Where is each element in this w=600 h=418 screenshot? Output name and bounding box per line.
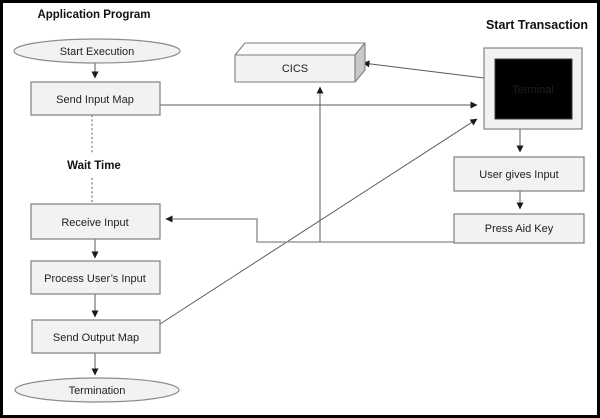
press-aid-key-label: Press Aid Key bbox=[485, 223, 554, 235]
node-terminal: Terminal bbox=[483, 47, 583, 130]
left-column-title: Application Program bbox=[37, 9, 150, 21]
connector-sendoutputmap-to-terminal bbox=[159, 118, 478, 325]
receive-input-shape bbox=[30, 203, 161, 240]
node-user-gives-input: User gives Input bbox=[453, 156, 585, 192]
node-press-aid-key: Press Aid Key bbox=[453, 213, 585, 244]
send-input-map-shape bbox=[30, 81, 161, 116]
process-users-input-label: Process User’s Input bbox=[44, 273, 146, 285]
termination-shape bbox=[14, 377, 180, 403]
node-process-users-input: Process User’s Input bbox=[30, 260, 161, 295]
terminal-screen bbox=[494, 58, 573, 120]
press-aid-key-shape bbox=[453, 213, 585, 244]
node-termination: Termination bbox=[14, 377, 180, 403]
send-output-map-shape bbox=[31, 319, 161, 354]
node-send-output-map: Send Output Map bbox=[31, 319, 161, 354]
process-users-input-shape bbox=[30, 260, 161, 295]
node-start-execution: Start Execution bbox=[13, 38, 181, 64]
connector-pressaidkey-to-receiveinput bbox=[165, 215, 454, 243]
receive-input-label: Receive Input bbox=[61, 217, 128, 229]
cics-label: CICS bbox=[282, 63, 308, 75]
cics-top-face bbox=[234, 42, 366, 56]
node-receive-input: Receive Input bbox=[30, 203, 161, 240]
connector-terminal-to-cics bbox=[362, 60, 485, 79]
start-execution-shape bbox=[13, 38, 181, 64]
user-gives-input-shape bbox=[453, 156, 585, 192]
terminal-label: Terminal bbox=[512, 84, 554, 96]
right-column-title: Start Transaction bbox=[486, 18, 588, 32]
send-input-map-label: Send Input Map bbox=[56, 94, 134, 106]
send-output-map-label: Send Output Map bbox=[53, 332, 139, 344]
node-send-input-map: Send Input Map bbox=[30, 81, 161, 116]
wait-time-label: Wait Time bbox=[67, 160, 121, 172]
user-gives-input-label: User gives Input bbox=[479, 169, 558, 181]
cics-front-face bbox=[234, 54, 356, 83]
node-cics: CICS bbox=[234, 42, 366, 83]
start-execution-label: Start Execution bbox=[60, 46, 135, 58]
termination-label: Termination bbox=[69, 385, 126, 397]
